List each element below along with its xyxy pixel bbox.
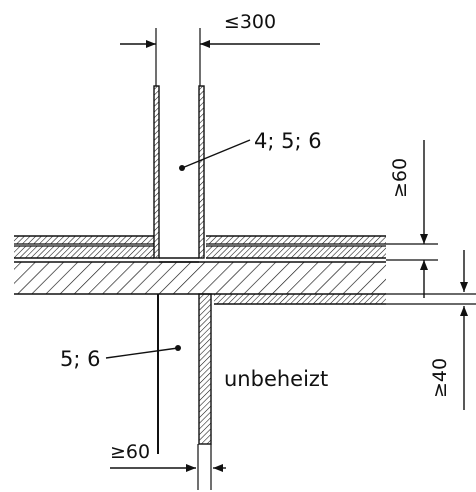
concrete-slab xyxy=(14,261,386,295)
bottom-dimension: ≥60 xyxy=(110,441,226,490)
right-lower-dimension: ≥40 xyxy=(386,250,476,410)
upper-pipe xyxy=(153,85,205,263)
dim-right-upper-label: ≥60 xyxy=(389,158,411,198)
dim-top-label: ≤300 xyxy=(224,11,276,33)
right-upper-dimension: ≥60 xyxy=(386,140,438,298)
upper-pipe-label: 4; 5; 6 xyxy=(254,129,322,153)
ceiling-insulation xyxy=(214,294,386,305)
floor-finish-left xyxy=(14,235,154,259)
floor-finish-right xyxy=(206,235,386,259)
lower-pipe xyxy=(157,293,212,454)
lower-pipe-label: 5; 6 xyxy=(60,347,100,371)
upper-pipe-callout: 4; 5; 6 xyxy=(179,129,322,171)
unheated-zone-label: unbeheizt xyxy=(224,367,328,391)
dim-bottom-label: ≥60 xyxy=(110,441,150,463)
dim-right-lower-label: ≥40 xyxy=(429,358,451,398)
lower-pipe-callout: 5; 6 xyxy=(60,345,181,371)
top-dimension: ≤300 xyxy=(120,11,320,86)
